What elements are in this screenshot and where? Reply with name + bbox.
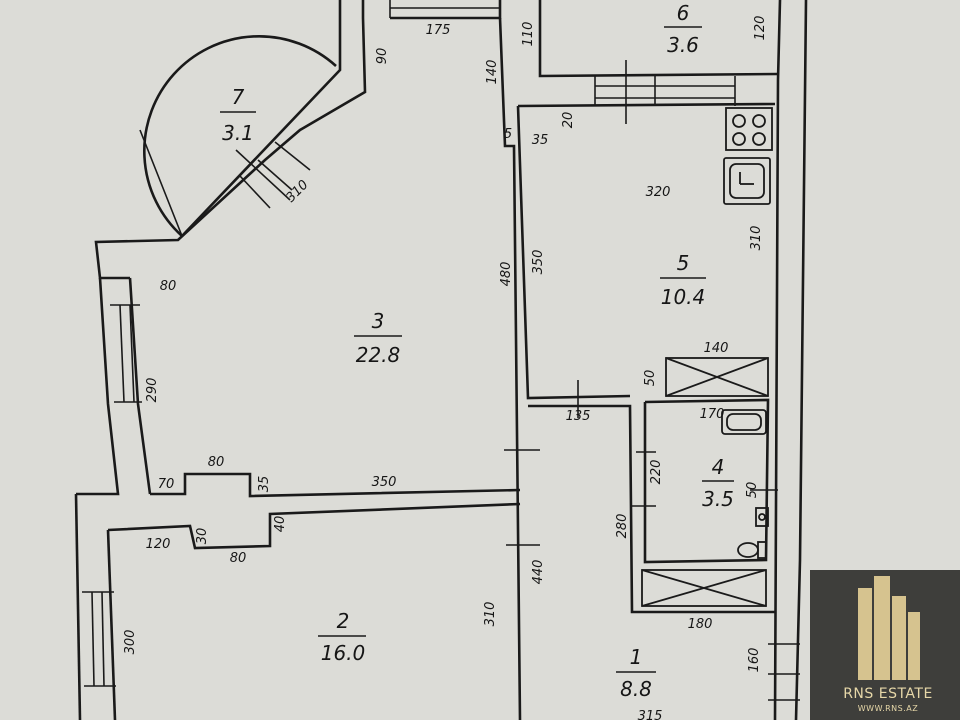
room2-left-inner [106, 529, 117, 720]
dimension-label: 110 [521, 22, 536, 47]
dimension-label: 175 [426, 23, 451, 38]
dimension-label: 135 [566, 409, 591, 424]
dimension-label: 20 [561, 112, 576, 129]
room-area: 16.0 [321, 641, 366, 665]
room2-top-wall [107, 502, 521, 550]
room-label-4: 4 3.5 [702, 455, 734, 511]
room-number: 1 [630, 645, 643, 669]
room-label-6: 6 3.6 [664, 1, 702, 57]
dimension-label: 300 [123, 630, 138, 655]
wardrobe-icon [641, 569, 767, 607]
room2-left-wall [74, 493, 82, 720]
room3-left-wall [128, 277, 152, 495]
room-number: 3 [372, 309, 385, 333]
dimension-label: 440 [531, 560, 546, 585]
room-area: 3.5 [702, 487, 734, 511]
dimension-label: 350 [531, 250, 546, 275]
dimension-label: 280 [615, 514, 630, 539]
room3-room5-wall [498, 17, 522, 720]
brand-logo: RNS ESTATE WWW.RNS.AZ [810, 570, 960, 720]
room-number: 6 [677, 1, 690, 25]
dimension-label: 5 [504, 127, 512, 142]
room-label-3: 3 22.8 [354, 309, 402, 367]
cabinet-kitchen-icon [665, 357, 769, 397]
balcony-door [235, 141, 311, 209]
dimension-label: 140 [485, 60, 500, 85]
room4-walls [643, 398, 770, 564]
room-area: 3.1 [222, 121, 254, 145]
room-label-2: 2 16.0 [318, 609, 366, 665]
dimension-label: 90 [375, 48, 390, 65]
dimension-label: 30 [195, 528, 210, 545]
stove-icon [725, 107, 773, 151]
dimension-label: 120 [753, 16, 768, 41]
dimension-label: 180 [688, 617, 713, 632]
dimension-label: 160 [747, 648, 762, 673]
dimension-label: 290 [145, 378, 160, 403]
top-wall-room3 [390, 0, 502, 20]
bathtub-icon [721, 409, 767, 435]
building-icon [858, 576, 920, 680]
dimension-label: 80 [208, 455, 225, 470]
entrance [768, 643, 800, 701]
dimension-label: 40 [273, 516, 288, 533]
brand-url: WWW.RNS.AZ [858, 704, 918, 713]
room-area: 3.6 [667, 33, 699, 57]
dimension-label: 50 [745, 482, 760, 499]
dimension-label: 315 [638, 709, 663, 720]
room6-walls [538, 0, 779, 78]
room5-left-wall [516, 105, 631, 400]
room3-bottom-wall [150, 472, 521, 498]
room-number: 4 [712, 455, 725, 479]
dimension-labels: 175 90 140 110 120 5 35 20 320 310 350 4… [123, 16, 768, 720]
window-room3 [110, 304, 142, 403]
dimension-label: 310 [483, 602, 498, 627]
room-number: 7 [232, 85, 245, 109]
brand-name: RNS ESTATE [843, 686, 933, 702]
room-label-1: 1 8.8 [616, 645, 656, 701]
toilet-icon [737, 541, 767, 559]
dimension-label: 480 [499, 262, 514, 287]
dimension-label: 320 [646, 185, 671, 200]
dimension-label: 70 [158, 477, 175, 492]
dimension-label: 80 [230, 551, 247, 566]
dimension-label: 350 [372, 475, 397, 490]
room5-bottom [528, 404, 775, 614]
room-label-5: 5 10.4 [660, 251, 706, 309]
walls [74, 0, 808, 720]
door-marks [504, 380, 778, 546]
dimension-label: 35 [257, 476, 272, 493]
fixtures [641, 107, 773, 607]
room-labels: 7 3.1 6 3.6 3 22.8 5 10.4 4 3.5 2 16.0 [220, 1, 734, 701]
dimension-label: 170 [700, 407, 725, 422]
balcony-arc [143, 35, 337, 237]
room-area: 22.8 [356, 343, 401, 367]
dimension-label: 50 [643, 370, 658, 387]
dimension-label: 310 [749, 226, 764, 251]
outer-wall-right-inner [773, 0, 782, 720]
window-room2 [82, 591, 116, 687]
room5-walls [517, 102, 776, 108]
sink-icon [723, 157, 771, 205]
room-number: 5 [677, 251, 690, 275]
balcony-edge [139, 129, 183, 237]
door-room6 [594, 60, 736, 124]
window-top [389, 0, 500, 18]
room3-left-wall-outer [76, 277, 120, 496]
dimension-label: 310 [283, 177, 311, 205]
dimension-label: 220 [649, 460, 664, 485]
room-area: 10.4 [661, 285, 706, 309]
room3-upper-left-wall [94, 17, 367, 280]
dimension-label: 35 [532, 133, 549, 148]
room-area: 8.8 [620, 677, 652, 701]
dimension-label: 80 [160, 279, 177, 294]
outer-wall-right [794, 0, 808, 720]
dimension-label: 120 [146, 537, 171, 552]
room-number: 2 [337, 609, 350, 633]
dimension-label: 140 [704, 341, 729, 356]
room-label-7: 7 3.1 [220, 85, 256, 145]
room3-outer-left [181, 0, 342, 237]
washbasin-icon [755, 507, 769, 527]
